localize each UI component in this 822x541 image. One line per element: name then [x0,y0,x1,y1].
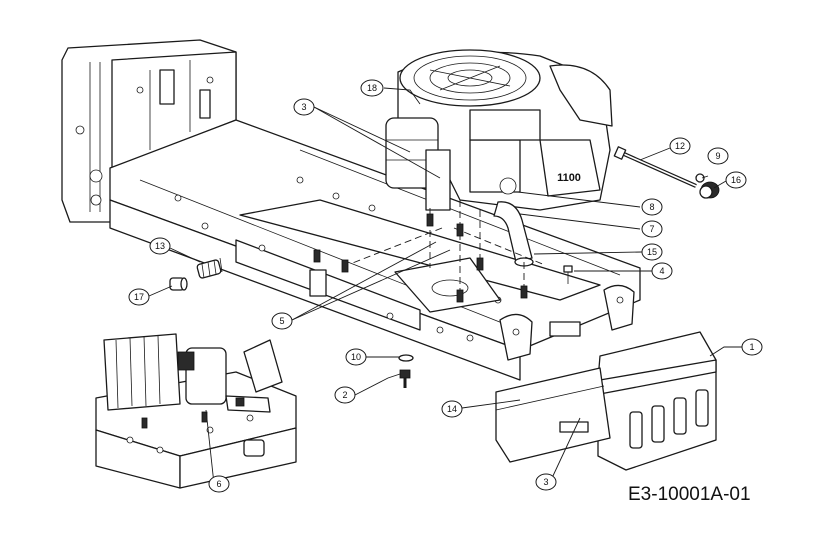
battery-tray-14 [495,367,611,463]
callout-4: 4 [651,262,673,280]
callout-label: 14 [447,404,457,414]
callout-label: 10 [351,352,361,362]
callout-10: 10 [345,348,367,366]
bolt-4 [563,265,573,284]
callout-7: 7 [641,220,663,238]
front-brackets [499,284,635,361]
engine-badge-text: 1100 [557,172,581,184]
callout-1: 1 [741,338,763,356]
chassis-frame [109,119,641,381]
callout-label: 1 [749,342,754,352]
callout-12: 12 [669,137,691,155]
callout-label: 17 [134,292,144,302]
callout-label: 2 [342,390,347,400]
callout-label: 8 [649,202,654,212]
callout-label: 18 [367,83,377,93]
engine-mount-bolts [313,200,546,303]
callout-13: 13 [149,237,171,255]
callout-9: 9 [707,147,729,165]
engine-assembly: 1100 [385,49,613,211]
callout-label: 3 [301,102,306,112]
callout-8: 8 [641,198,663,216]
callout-3-bottom: 3 [535,473,557,491]
callout-14: 14 [441,400,463,418]
nut-9 [695,173,705,183]
callout-6: 6 [208,475,230,493]
rear-frame-plate [61,39,237,223]
callout-label: 9 [715,151,720,161]
callout-2: 2 [334,386,356,404]
callout-label: 12 [675,141,685,151]
callout-16: 16 [725,171,747,189]
callout-label: 13 [155,241,165,251]
callout-15: 15 [641,243,663,261]
shaft-bolt-12 [613,146,697,188]
cap-16 [699,181,720,199]
callout-17: 17 [128,288,150,306]
washer-10 [398,354,414,362]
callout-label: 16 [731,175,741,185]
front-cover-1 [597,331,717,471]
detail-inset [95,333,297,489]
spring-13 [196,257,223,279]
callout-label: 4 [659,266,664,276]
drawing-number: E3-10001A-01 [628,484,751,505]
callout-3-top: 3 [293,98,315,116]
bushing-17 [169,277,188,291]
callout-label: 15 [647,247,657,257]
callout-18: 18 [360,79,384,97]
leader-lines [148,87,742,485]
callout-5: 5 [271,312,293,330]
callout-label: 5 [279,316,284,326]
callout-label: 3 [543,477,548,487]
screw-2 [399,369,411,388]
callout-label: 7 [649,224,654,234]
callout-label: 6 [216,479,221,489]
